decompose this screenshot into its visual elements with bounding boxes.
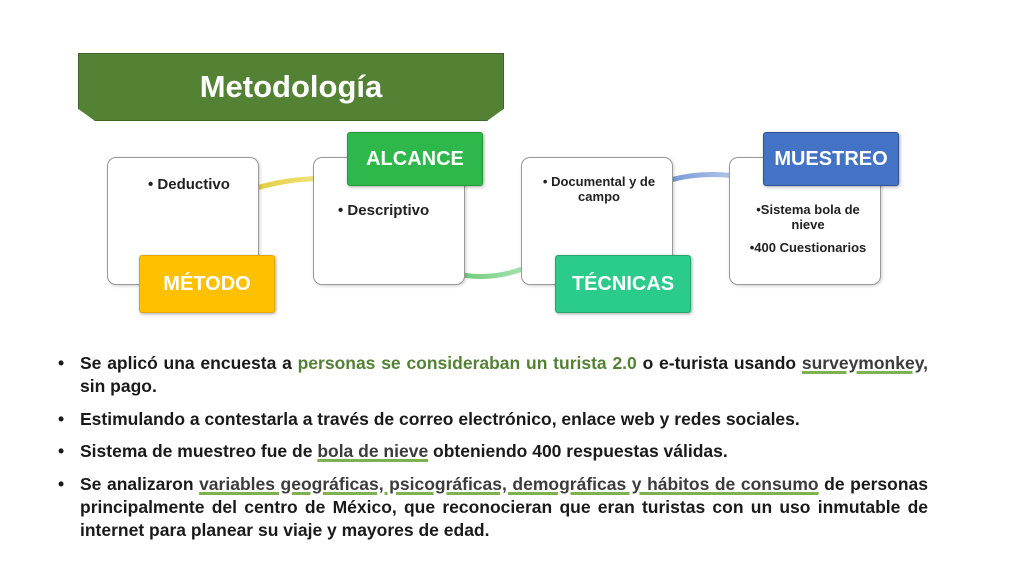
tecnicas-item: • Documental y de campo: [542, 174, 656, 204]
muestreo-label: MUESTREO: [763, 132, 899, 186]
bullet-item: Se analizaron variables geográficas, psi…: [58, 473, 928, 541]
highlight-text: variables geográficas, psicográficas, de…: [199, 474, 819, 494]
title-banner: Metodología: [78, 53, 504, 121]
highlight-text: bola de nieve: [317, 441, 429, 462]
page-title: Metodología: [199, 69, 383, 104]
metodo-label: MÉTODO: [139, 255, 275, 313]
muestreo-item-2: •400 Cuestionarios: [749, 240, 867, 255]
tecnicas-label: TÉCNICAS: [555, 255, 691, 313]
bullet-item: Estimulando a contestarla a través de co…: [58, 408, 928, 431]
highlight-text: personas se consideraban un turista 2.0: [297, 353, 637, 373]
alcance-item: • Descriptivo: [338, 202, 430, 219]
alcance-label: ALCANCE: [347, 132, 483, 186]
highlight-text: surveymonkey,: [801, 353, 929, 373]
muestreo-item-1: •Sistema bola de nieve: [756, 202, 860, 232]
bullet-list: Se aplicó una encuesta a personas se con…: [58, 352, 928, 551]
bullet-item: Sistema de muestreo fue de bola de nieve…: [58, 440, 928, 463]
bullet-item: Se aplicó una encuesta a personas se con…: [58, 352, 928, 398]
metodo-item: • Deductivo: [148, 176, 230, 193]
